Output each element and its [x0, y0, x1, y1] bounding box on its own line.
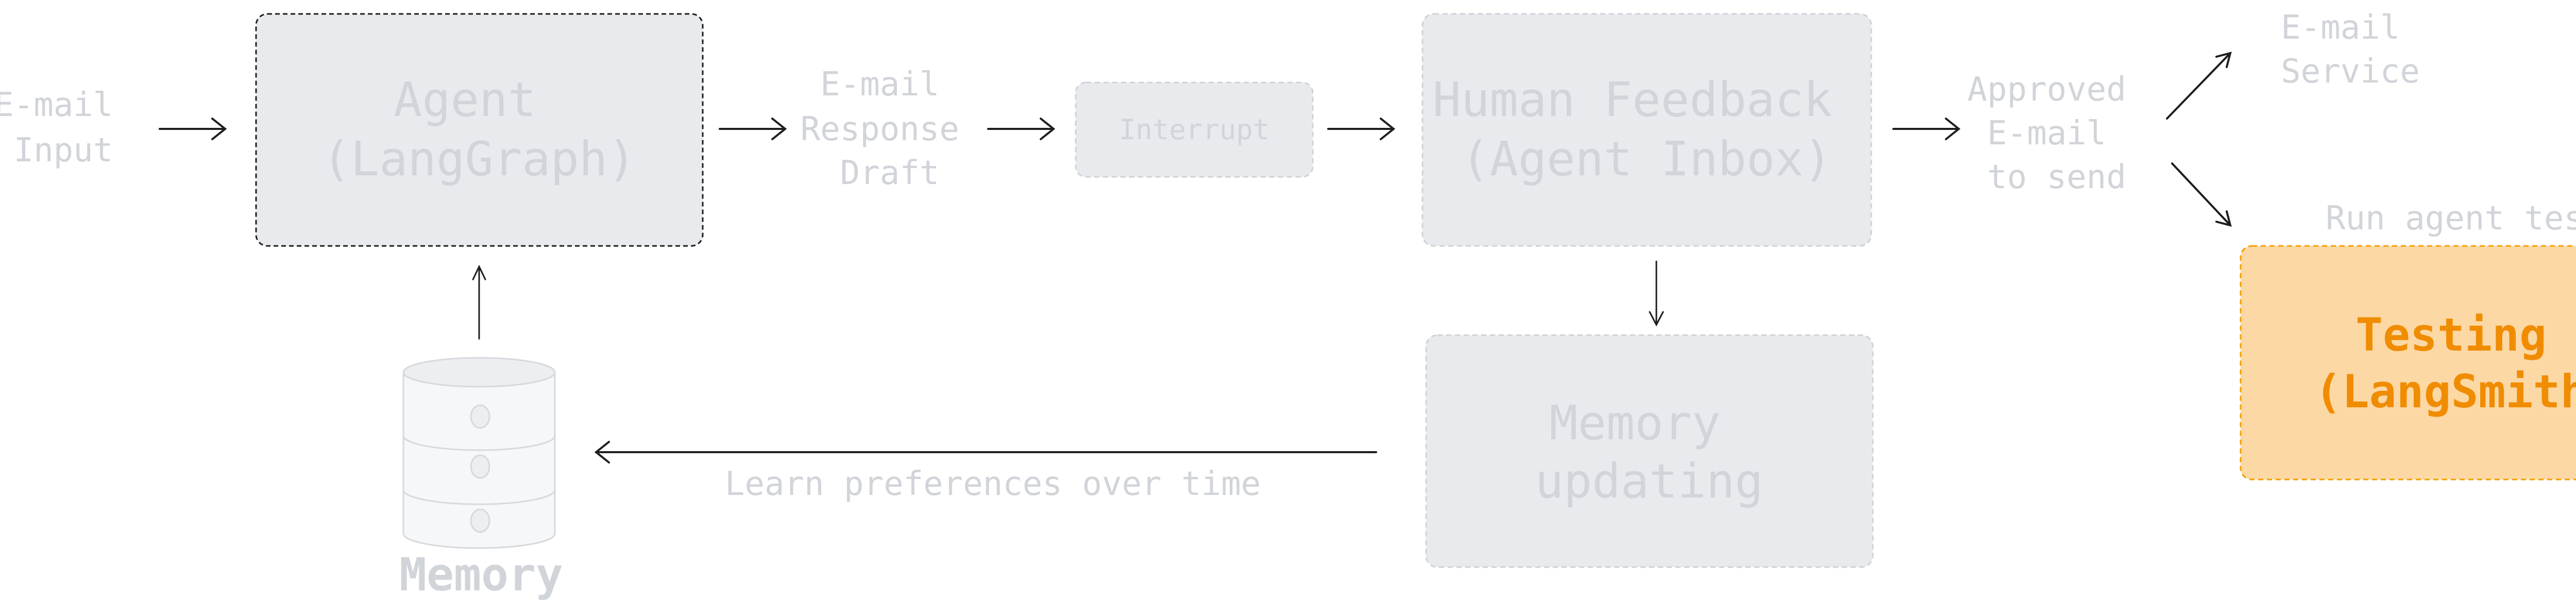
arrow-interrupt-to-feedback	[1327, 118, 1396, 140]
agent-node[interactable]: Agent (LangGraph)	[255, 13, 704, 247]
run-agent-tests-label: Run agent tests	[2326, 200, 2576, 238]
human-feedback-label: Human Feedback (Agent Inbox)	[1433, 72, 1861, 187]
arrow-agent-to-draft	[719, 118, 787, 140]
email-input-label: E-mail Input	[0, 86, 133, 170]
human-feedback-node[interactable]: Human Feedback (Agent Inbox)	[1421, 13, 1872, 247]
arrow-memory-to-agent	[472, 264, 486, 340]
arrow-feedback-to-approved	[1892, 118, 1961, 140]
arrow-memory-updating-to-memory	[594, 441, 1377, 464]
email-service-label: E-mail Service	[2281, 9, 2420, 91]
interrupt-node[interactable]: Interrupt	[1075, 81, 1314, 178]
arrow-draft-to-interrupt	[987, 118, 1056, 140]
memory-store-label: Memory	[399, 548, 563, 601]
memory-updating-label: Memory updating	[1535, 395, 1763, 509]
agent-label: Agent (LangGraph)	[322, 72, 636, 187]
interrupt-label: Interrupt	[1119, 113, 1270, 146]
arrow-head	[211, 118, 227, 140]
learn-preferences-label: Learn preferences over time	[725, 465, 1261, 503]
testing-label: Testing (LangSmith)	[2315, 308, 2576, 418]
approved-email-label: Approved E-mail to send	[1968, 71, 2146, 196]
arrow-approved-to-tests	[2171, 162, 2232, 227]
testing-node[interactable]: Testing (LangSmith)	[2240, 245, 2576, 481]
database-icon	[402, 357, 556, 549]
memory-updating-node[interactable]: Memory updating	[1425, 334, 1874, 568]
arrow-approved-to-service	[2166, 52, 2232, 120]
email-draft-label: E-mail Response Draft	[801, 65, 979, 192]
arrow-feedback-to-memory-updating	[1649, 260, 1664, 327]
